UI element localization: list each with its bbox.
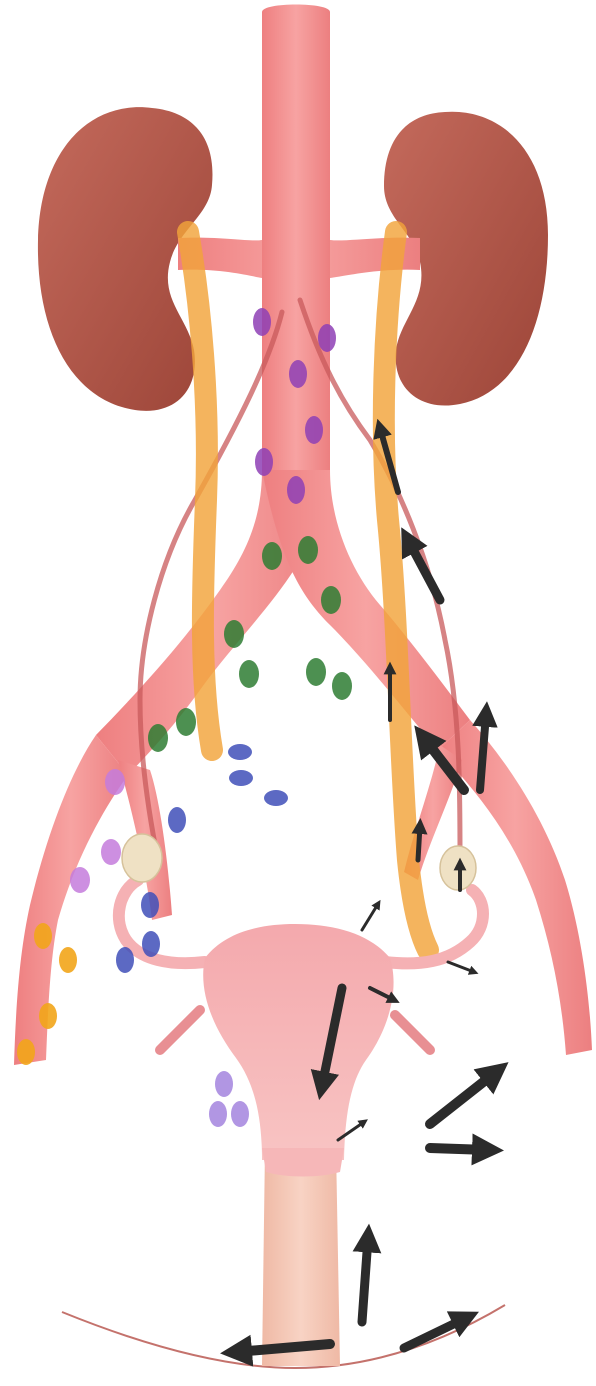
lymph-node bbox=[255, 448, 273, 476]
lymph-node bbox=[70, 867, 90, 893]
lymph-node bbox=[116, 947, 134, 973]
arrow-icon bbox=[418, 826, 420, 860]
lymph-node bbox=[168, 807, 186, 833]
lymph-node bbox=[17, 1039, 35, 1065]
lymph-node bbox=[287, 476, 305, 504]
parametrial-nodes bbox=[209, 1071, 249, 1127]
lymph-node bbox=[306, 658, 326, 686]
arrow-icon bbox=[362, 1238, 368, 1322]
lymph-node bbox=[228, 744, 252, 760]
arrow-icon bbox=[404, 1318, 466, 1348]
lymph-node bbox=[224, 620, 244, 648]
lymph-node bbox=[34, 923, 52, 949]
lymph-node bbox=[59, 947, 77, 973]
lymph-node bbox=[321, 586, 341, 614]
lymph-node bbox=[318, 324, 336, 352]
arrow-icon bbox=[430, 1148, 488, 1150]
left-round-ligament bbox=[160, 1010, 200, 1050]
arrow-icon bbox=[362, 904, 378, 930]
lymph-node bbox=[229, 770, 253, 786]
lymph-node bbox=[305, 416, 323, 444]
arrow-icon bbox=[448, 962, 474, 972]
lymph-node bbox=[176, 708, 196, 736]
vagina bbox=[262, 1148, 340, 1366]
lymph-node bbox=[39, 1003, 57, 1029]
lymph-node bbox=[142, 931, 160, 957]
lymph-node bbox=[141, 892, 159, 918]
lymph-node bbox=[289, 360, 307, 388]
lymph-node bbox=[332, 672, 352, 700]
lymph-node bbox=[239, 660, 259, 688]
cervix bbox=[262, 1148, 344, 1177]
aorta bbox=[262, 5, 330, 481]
lymph-node bbox=[148, 724, 168, 752]
lymph-node bbox=[264, 790, 288, 806]
lymph-node bbox=[101, 839, 121, 865]
lymph-node bbox=[209, 1101, 227, 1127]
arrow-icon bbox=[408, 540, 440, 600]
uterus bbox=[203, 924, 393, 1160]
right-round-ligament bbox=[395, 1015, 430, 1050]
left-ovary bbox=[122, 834, 162, 882]
lymph-node bbox=[215, 1071, 233, 1097]
lymph-node bbox=[105, 769, 125, 795]
arrow-icon bbox=[430, 1072, 496, 1124]
lymph-node bbox=[231, 1101, 249, 1127]
lymph-node bbox=[298, 536, 318, 564]
lymph-node bbox=[262, 542, 282, 570]
lymph-node bbox=[253, 308, 271, 336]
